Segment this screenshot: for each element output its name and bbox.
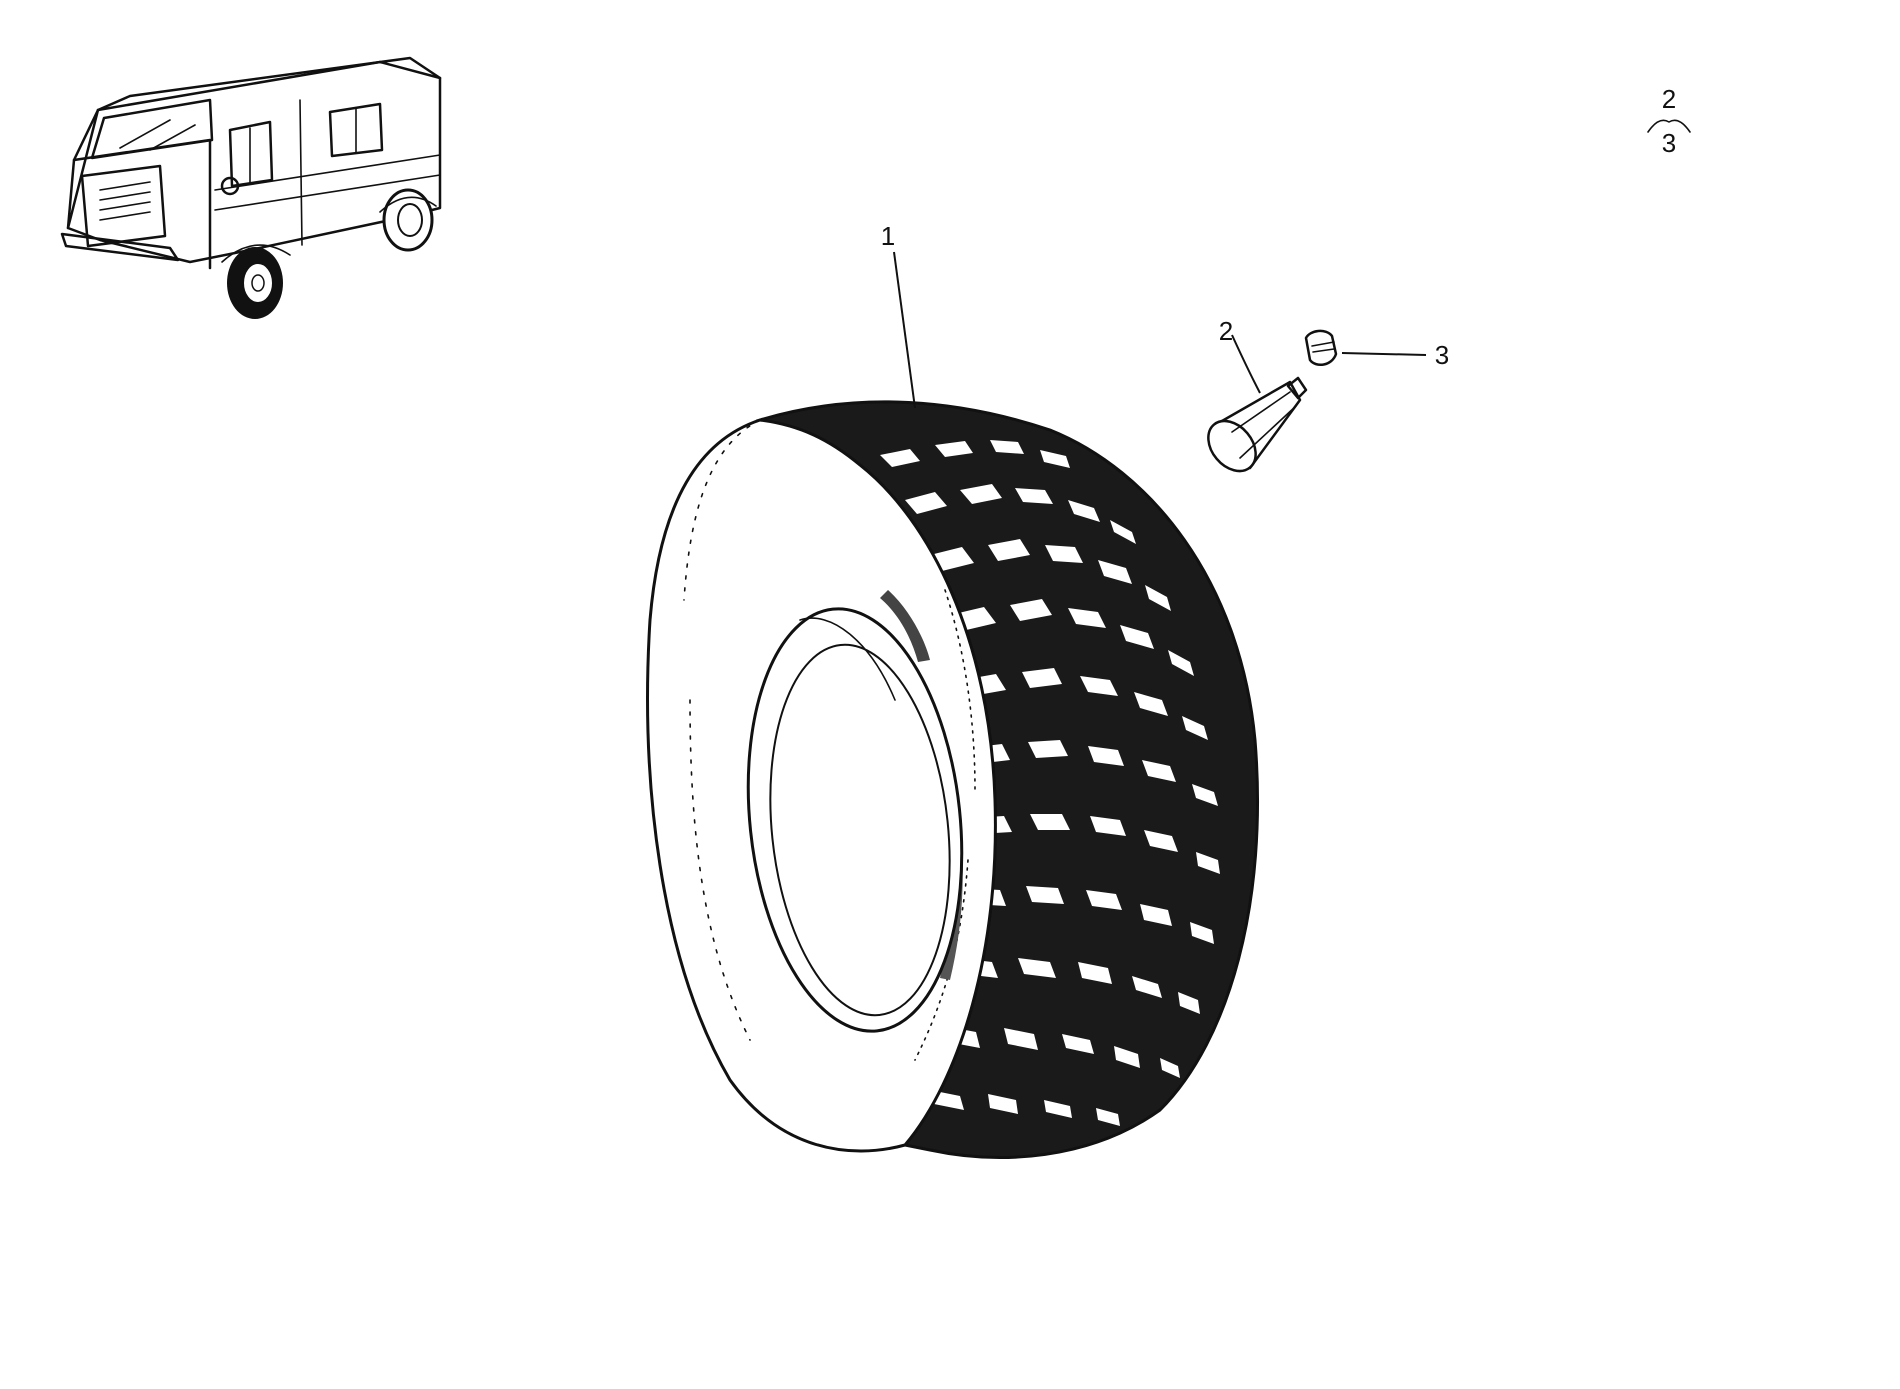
valve-stem-leader-line [1231, 334, 1261, 394]
tire-callout: 1 [881, 221, 895, 251]
vehicle-thumbnail [60, 56, 442, 319]
tire-leader-line [893, 251, 916, 409]
tread-pattern [880, 440, 1220, 1126]
thumbnail-front-wheel [227, 247, 283, 319]
assembly-brace [1647, 119, 1691, 133]
tire-illustration [646, 400, 1260, 1159]
thumbnail-rear-wheel [382, 188, 434, 252]
assembly-note-top: 2 [1662, 84, 1676, 114]
valve-stem-illustration [1207, 376, 1308, 473]
assembly-note: 2 3 [1647, 84, 1691, 158]
valve-cap-illustration [1304, 329, 1338, 367]
valve-stem-callout: 2 [1219, 316, 1233, 346]
valve-cap-leader-line [1341, 352, 1427, 356]
valve-cap-callout: 3 [1435, 340, 1449, 370]
assembly-note-bottom: 3 [1662, 128, 1676, 158]
